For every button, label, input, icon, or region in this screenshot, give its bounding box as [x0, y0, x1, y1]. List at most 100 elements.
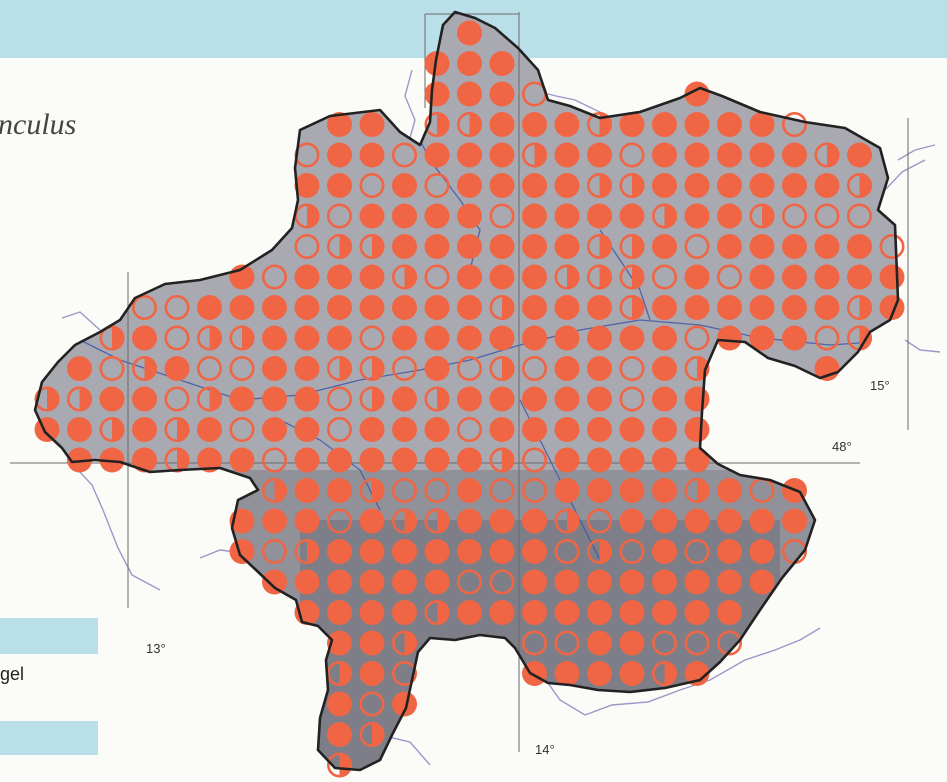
full-circle-symbol [359, 264, 385, 290]
full-circle-symbol [652, 447, 677, 473]
full-circle-symbol [424, 569, 450, 595]
full-circle-symbol [392, 325, 417, 351]
full-circle-symbol [749, 142, 775, 168]
open-circle-symbol [359, 325, 385, 351]
full-circle-symbol [522, 386, 547, 412]
distribution-dots [34, 20, 905, 778]
half-circle-fill [209, 386, 222, 412]
full-circle-symbol [587, 600, 612, 625]
legend-band-top [0, 618, 98, 654]
full-circle-symbol [392, 295, 417, 320]
region-border [33, 10, 900, 772]
full-circle-symbol [327, 630, 352, 656]
half-circle-fill [307, 203, 320, 229]
full-circle-symbol [197, 295, 222, 320]
full-circle-symbol [132, 417, 157, 442]
half-circle-fill [372, 386, 385, 412]
full-circle-symbol [457, 600, 482, 625]
full-circle-symbol [489, 112, 515, 137]
open-circle-symbol [391, 477, 417, 503]
full-circle-symbol [327, 569, 352, 595]
full-circle-symbol [717, 295, 742, 320]
full-circle-symbol [684, 386, 710, 412]
open-circle-symbol [716, 264, 742, 290]
full-circle-symbol [717, 508, 742, 534]
full-circle-symbol [522, 112, 547, 137]
full-circle-symbol [457, 81, 482, 107]
full-circle-symbol [847, 264, 872, 290]
full-circle-symbol [619, 417, 645, 442]
full-circle-symbol [359, 203, 385, 229]
full-circle-symbol [749, 264, 775, 290]
half-circle-fill [437, 386, 450, 412]
half-circle-fill [437, 600, 450, 625]
full-circle-symbol [457, 386, 482, 412]
half-circle-fill [47, 386, 60, 412]
half-circle-fill [697, 356, 710, 381]
full-circle-symbol [359, 112, 385, 137]
half-circle-fill [372, 478, 385, 503]
half-circle-fill [372, 356, 385, 381]
full-circle-symbol [684, 295, 710, 320]
open-circle-symbol [229, 355, 255, 381]
full-circle-symbol [327, 447, 352, 473]
half-circle-fill [437, 112, 450, 137]
full-circle-symbol [262, 417, 287, 442]
full-circle-symbol [554, 447, 580, 473]
open-circle-symbol [456, 416, 482, 442]
full-circle-symbol [457, 203, 482, 229]
full-circle-symbol [457, 478, 482, 503]
full-circle-symbol [782, 173, 807, 198]
half-circle-fill [274, 478, 287, 503]
species-title: nculus [0, 108, 77, 141]
full-circle-symbol [522, 234, 547, 259]
half-circle-fill [599, 539, 612, 564]
open-circle-symbol [261, 538, 287, 564]
full-circle-symbol [327, 600, 352, 625]
full-circle-symbol [554, 600, 580, 625]
full-circle-symbol [652, 386, 677, 412]
full-circle-symbol [587, 356, 612, 381]
half-circle-fill [859, 173, 872, 198]
full-circle-symbol [652, 508, 677, 534]
full-circle-symbol [652, 539, 677, 564]
full-circle-symbol [327, 722, 352, 747]
full-circle-symbol [717, 203, 742, 229]
full-circle-symbol [522, 600, 547, 625]
full-circle-symbol [424, 203, 450, 229]
full-circle-symbol [392, 600, 417, 625]
full-circle-symbol [132, 325, 157, 351]
full-circle-symbol [684, 661, 710, 686]
full-circle-symbol [652, 478, 677, 503]
full-circle-symbol [392, 203, 417, 229]
half-circle-fill [307, 539, 320, 564]
full-circle-symbol [197, 447, 222, 473]
full-circle-symbol [814, 295, 840, 320]
full-circle-symbol [262, 508, 287, 534]
half-circle-fill [209, 325, 222, 351]
half-circle-fill [404, 630, 417, 656]
half-circle-fill [632, 233, 645, 259]
full-circle-symbol [424, 356, 450, 381]
full-circle-symbol [554, 325, 580, 351]
half-circle-fill [177, 447, 190, 473]
full-circle-symbol [392, 569, 417, 595]
open-circle-symbol [391, 660, 417, 686]
open-circle-symbol [456, 569, 482, 595]
open-circle-symbol [554, 538, 580, 564]
full-circle-symbol [327, 478, 352, 503]
open-circle-symbol [424, 477, 450, 503]
latitude-48-label: 48° [832, 439, 852, 454]
full-circle-symbol [652, 417, 677, 442]
open-circle-symbol [846, 203, 872, 229]
open-circle-symbol [359, 691, 385, 717]
full-circle-symbol [554, 356, 580, 381]
half-circle-fill [599, 173, 612, 198]
full-circle-symbol [489, 51, 515, 76]
full-circle-symbol [294, 295, 320, 320]
full-circle-symbol [489, 234, 515, 259]
open-circle-symbol [814, 325, 840, 351]
open-circle-symbol [391, 142, 417, 168]
open-circle-symbol [391, 355, 417, 381]
full-circle-symbol [619, 630, 645, 656]
